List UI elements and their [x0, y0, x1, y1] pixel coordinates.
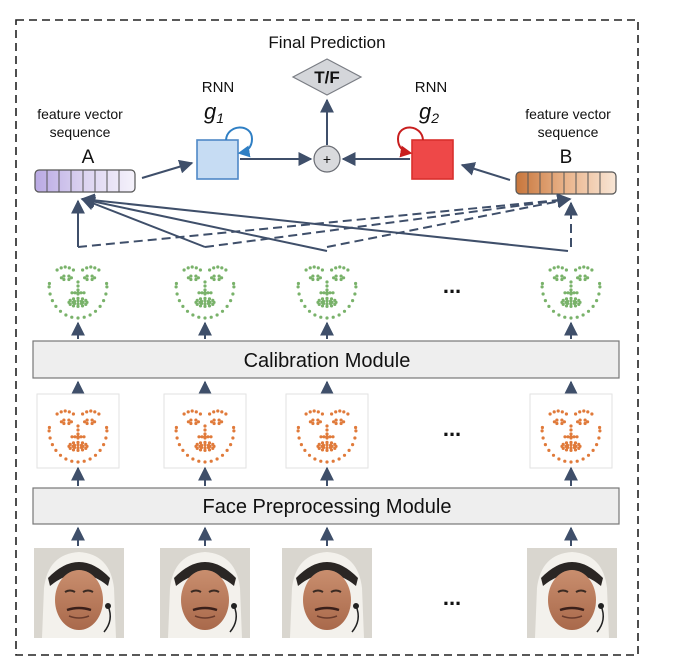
sequence-left: feature vector sequence A [34, 106, 136, 193]
combiner-node: + [313, 145, 341, 173]
video-frame-3 [280, 546, 374, 640]
combiner-symbol: + [323, 151, 331, 167]
video-frame-1 [32, 546, 126, 640]
orange-landmark-face-1 [36, 393, 120, 469]
calibration-module-box [32, 340, 620, 379]
green-landmark-face-3 [296, 265, 358, 320]
green-landmark-face-2 [174, 265, 236, 320]
arrow-A-to-g1 [141, 159, 194, 179]
rnn-right-box [411, 139, 454, 180]
sequence-right: feature vector sequence B [515, 106, 617, 195]
sequence-left-cells [46, 170, 120, 192]
raw-landmarks-row [36, 393, 613, 469]
sequence-right-cells [527, 172, 601, 194]
rnn-left-box [196, 139, 239, 180]
outer-frame [15, 19, 639, 656]
green-landmark-face-1 [47, 265, 109, 320]
rnn-left-loop [225, 126, 254, 158]
arrows-preprocessing-to-landmarks [71, 466, 578, 486]
output-diamond: T/F [291, 58, 363, 96]
rnn-left-type: RNN [202, 79, 235, 96]
ellipsis-landmarks-top: ... [443, 273, 461, 298]
ellipsis-landmarks-bottom: ... [443, 416, 461, 441]
preprocessing-module-label: Face Preprocessing Module [202, 496, 451, 518]
rnn-right-type: RNN [415, 79, 448, 96]
rnn-left-name: g1 [204, 99, 224, 126]
sequence-right-vector [515, 171, 617, 195]
arrow-B-to-g2 [460, 162, 511, 181]
calibration-module-label: Calibration Module [244, 350, 411, 372]
sequence-left-letter: A [82, 147, 95, 168]
diagram-title: Final Prediction [268, 33, 385, 52]
connectors-to-A [71, 193, 569, 252]
calibrated-landmarks-row [47, 265, 602, 320]
orange-landmark-face-2 [163, 393, 247, 469]
arrows-calibration-to-landmarks [71, 321, 578, 339]
rnn-right: RNN g2 [396, 79, 454, 180]
video-frame-2 [158, 546, 252, 640]
sequence-left-caption-2: sequence [50, 124, 111, 140]
orange-landmark-face-4 [529, 393, 613, 469]
output-label: T/F [314, 68, 340, 87]
preprocessing-module-box [32, 487, 620, 525]
arrows-frames-to-preprocessing [71, 526, 578, 546]
input-video-frames [32, 546, 619, 640]
rnn-right-name: g2 [419, 99, 439, 126]
sequence-right-letter: B [560, 147, 573, 168]
connectors-to-B [77, 193, 578, 248]
sequence-right-caption-1: feature vector [525, 106, 611, 122]
rnn-right-loop [396, 126, 424, 158]
sequence-right-caption-2: sequence [538, 124, 599, 140]
green-landmark-face-4 [540, 265, 602, 320]
sequence-left-caption-1: feature vector [37, 106, 123, 122]
video-frame-n [525, 546, 619, 640]
orange-landmark-face-3 [285, 393, 369, 469]
rnn-left: RNN g1 [196, 79, 254, 180]
sequence-left-vector [34, 169, 136, 193]
ellipsis-frames: ... [443, 585, 461, 610]
